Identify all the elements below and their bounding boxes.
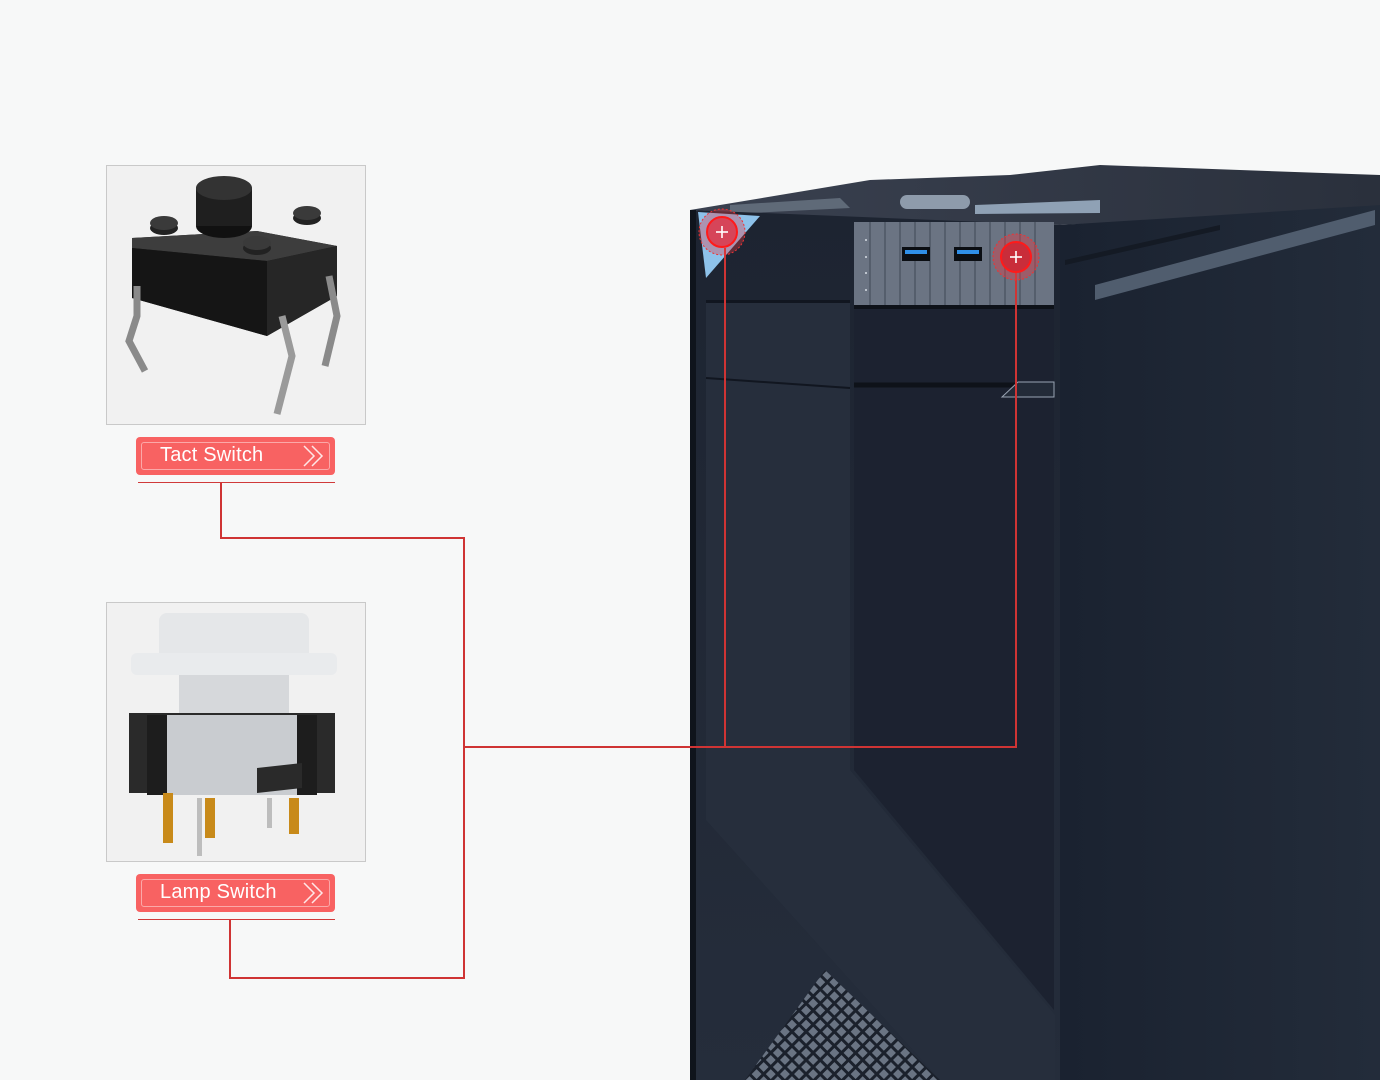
connector-line	[463, 537, 465, 979]
hotspot-logo-corner[interactable]	[698, 208, 746, 256]
connector-line	[463, 746, 1016, 748]
tact-switch-underline	[138, 482, 335, 483]
tact-switch-label: Tact Switch	[160, 444, 264, 466]
chevron-double-right-icon	[303, 882, 324, 904]
chevron-double-right-icon	[303, 445, 324, 467]
plus-icon	[698, 208, 746, 256]
connector-line	[724, 248, 726, 748]
connector-line	[1015, 273, 1017, 748]
hotspot-power-button[interactable]	[992, 233, 1040, 281]
button-inner-border	[141, 879, 330, 907]
lamp-switch-card[interactable]	[106, 602, 366, 862]
connector-line	[220, 483, 222, 538]
lamp-switch-label: Lamp Switch	[160, 881, 277, 903]
connector-line	[229, 919, 231, 978]
tact-switch-card[interactable]	[106, 165, 366, 425]
lamp-switch-image	[129, 613, 337, 856]
lamp-switch-underline	[138, 919, 335, 920]
connector-line	[220, 537, 465, 539]
connector-line	[229, 977, 465, 979]
button-inner-border	[141, 442, 330, 470]
tact-switch-button[interactable]: Tact Switch	[136, 437, 335, 475]
tact-switch-image	[125, 176, 341, 415]
plus-icon	[992, 233, 1040, 281]
lamp-switch-button[interactable]: Lamp Switch	[136, 874, 335, 912]
